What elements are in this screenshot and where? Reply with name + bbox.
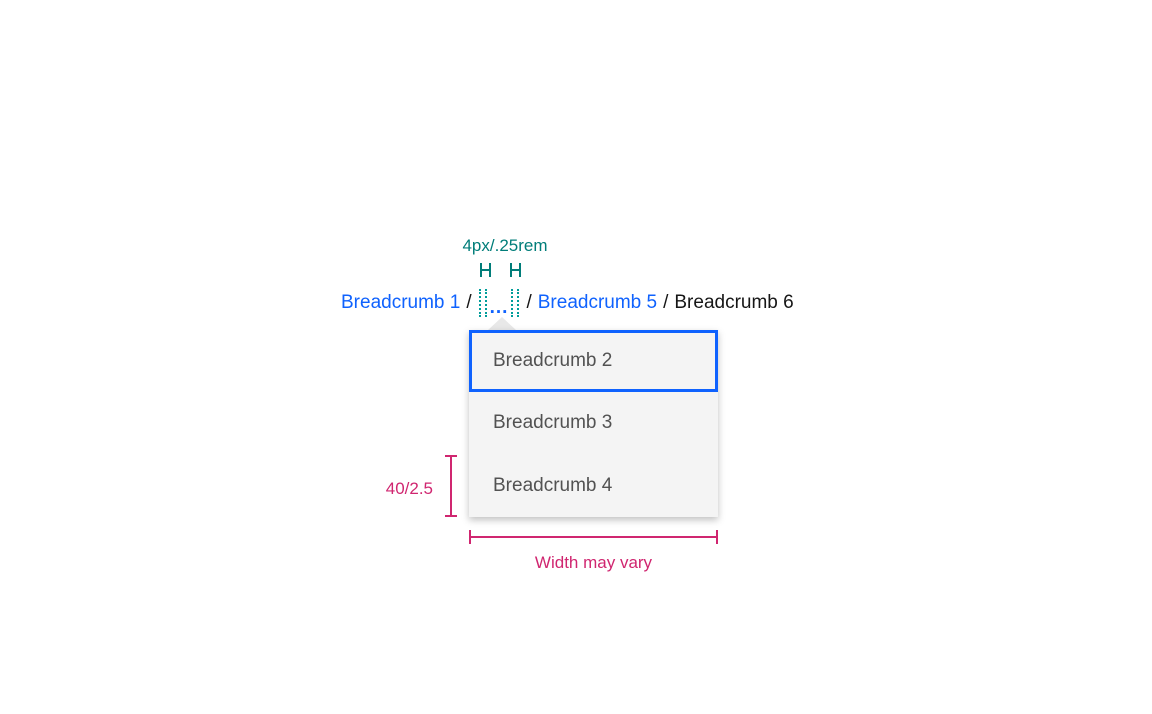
spacing-guide-left (478, 289, 487, 317)
item-height-measurement-label: 40/2.5 (385, 479, 433, 498)
width-measurement-label: Width may vary (534, 553, 653, 572)
overflow-menu: Breadcrumb 2 Breadcrumb 3 Breadcrumb 4 (469, 330, 718, 517)
breadcrumb: Breadcrumb 1 / ... / Breadcrumb 5 / Brea… (341, 289, 794, 317)
spacing-guide-right (511, 289, 520, 317)
breadcrumb-separator: / (526, 292, 532, 313)
height-measurement-bracket-icon (445, 455, 457, 517)
overflow-menu-item-breadcrumb-3[interactable]: Breadcrumb 3 (469, 392, 718, 454)
breadcrumb-item-6-current: Breadcrumb 6 (674, 292, 794, 313)
overflow-menu-item-breadcrumb-2[interactable]: Breadcrumb 2 (469, 330, 718, 392)
breadcrumb-separator: / (663, 292, 669, 313)
spacing-marker-right-icon (510, 263, 521, 277)
breadcrumb-item-1[interactable]: Breadcrumb 1 (341, 292, 461, 313)
breadcrumb-item-5[interactable]: Breadcrumb 5 (537, 292, 658, 313)
breadcrumb-separator: / (466, 292, 472, 313)
spacing-marker-left-icon (480, 263, 491, 277)
breadcrumb-overflow-button[interactable]: ... (489, 297, 509, 318)
overflow-menu-caret-icon (488, 317, 516, 330)
spacing-annotation-label: 4px/.25rem (462, 236, 548, 255)
width-measurement-bracket-icon (469, 530, 718, 544)
overflow-menu-item-breadcrumb-4[interactable]: Breadcrumb 4 (469, 454, 718, 517)
